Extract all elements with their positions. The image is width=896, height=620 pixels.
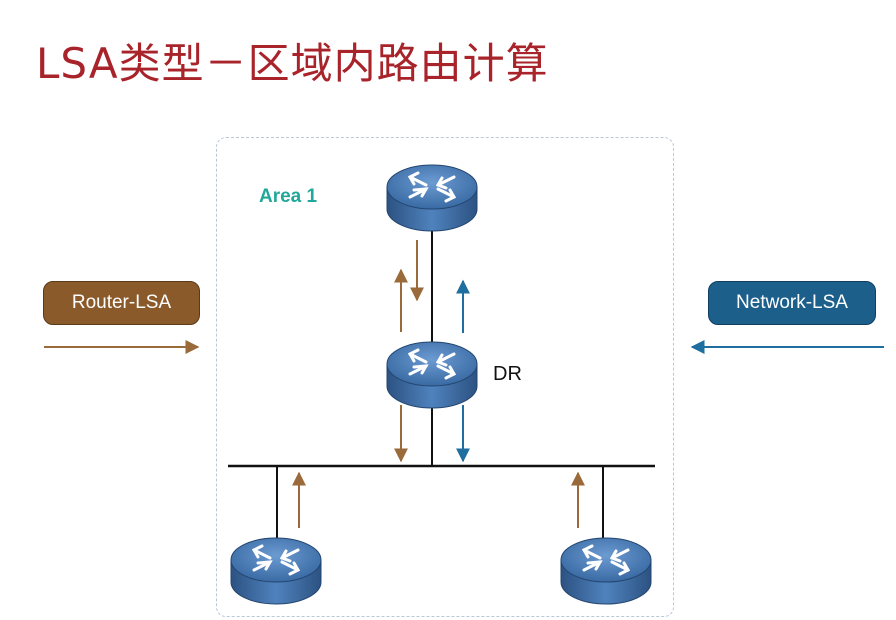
dr-label: DR xyxy=(493,363,522,385)
router-icon xyxy=(385,163,479,233)
area-boundary xyxy=(216,137,674,617)
area-label: Area 1 xyxy=(259,186,318,207)
page-title: LSA类型－区域内路由计算 xyxy=(36,39,549,88)
router-icon xyxy=(229,536,323,606)
router-icon xyxy=(559,536,653,606)
router-lsa-badge: Router-LSA xyxy=(43,281,200,325)
network-lsa-badge: Network-LSA xyxy=(708,281,876,325)
router-icon xyxy=(385,340,479,410)
